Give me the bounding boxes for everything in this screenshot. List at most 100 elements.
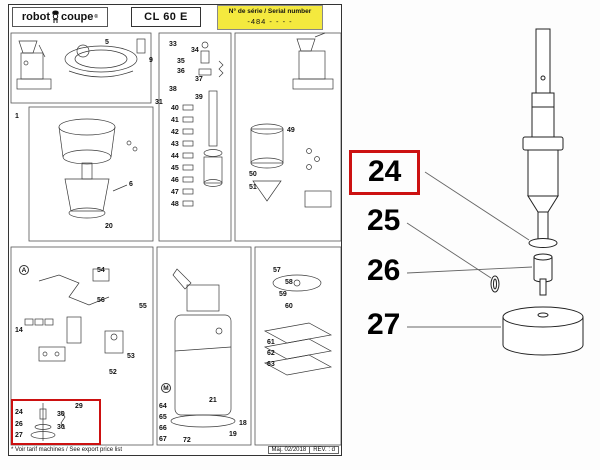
updated-date: Maj. 02/2018 [271,446,307,453]
part-callout-14: 14 [15,327,23,334]
page-footer: * Voir tarif machines / See export price… [9,444,341,455]
part-callout-M: M [161,383,171,393]
serial-number-field[interactable]: N° de série / Serial number -484 - - - - [217,5,323,30]
part-callout-56: 56 [97,297,105,304]
part-callout-64: 64 [159,403,167,410]
part-callout-39: 39 [195,94,203,101]
part-26-sleeve [533,257,553,283]
part-callout-51: 51 [249,184,257,191]
part-callout-50: 50 [249,171,257,178]
part-callout-18: 18 [239,420,247,427]
red-highlight-rect [11,399,101,445]
model-box: CL 60 E [131,7,201,27]
model-label: CL 60 E [144,11,188,23]
brand-text-right: coupe [61,11,94,23]
panel-discs-trays [263,274,333,376]
part-27-disc-side [502,317,584,356]
part-callout-67: 67 [159,436,167,443]
part-callout-48: 48 [171,201,179,208]
leader-lines [406,171,533,328]
part-callout-57: 57 [273,267,281,274]
shaft-mid-section [531,92,555,138]
part-callout-40: 40 [171,105,179,112]
panel-machine-small [16,40,52,90]
part-callout-26: 26 [15,421,23,428]
part-callout-24: 24 [15,409,23,416]
detail-shaft-drawing [406,28,584,356]
brand-text-left: robot [21,11,50,23]
part-callout-53: 53 [127,353,135,360]
part-callout-60: 60 [285,303,293,310]
shaft-flange [522,136,564,151]
detail-label-24-highlighted: 24 [349,150,421,195]
part-callout-45: 45 [171,165,179,172]
panel-lid-assembly [64,38,146,78]
part-callout-49: 49 [287,127,295,134]
shaft-pin [539,278,547,296]
exploded-diagram-art [10,32,341,446]
part-callout-30: 30 [57,424,65,431]
detail-view: 24 25 26 27 [345,12,595,458]
part-callout-1: 1 [15,113,19,120]
detail-number-27: 27 [367,308,401,341]
part-callout-36: 36 [177,68,185,75]
panel-machine-body [170,268,236,428]
detail-label-27: 27 [367,310,400,340]
part-callout-41: 41 [171,117,179,124]
shaft-body [527,149,559,197]
part-callout-72: 72 [183,437,191,444]
part-callout-66: 66 [159,425,167,432]
part-callout-21: 21 [209,397,217,404]
part-callout-31: 31 [155,99,163,106]
part-callout-20: 20 [105,223,113,230]
detail-number-24: 24 [368,155,402,188]
panel-bowl-assembly [58,118,138,219]
brand-logo: robot coupe ® [12,7,108,27]
part-callout-34: 34 [191,47,199,54]
part-callout-59: 59 [279,291,287,298]
shaft-pin-hole [540,75,546,81]
part-callout-46: 46 [171,177,179,184]
part-callout-30: 30 [57,411,65,418]
panel-frames [10,32,341,446]
part-callout-52: 52 [109,369,117,376]
part-callout-58: 58 [285,279,293,286]
part-callout-9: 9 [149,57,153,64]
chef-icon [52,10,59,23]
part-callout-62: 62 [267,350,275,357]
part-callout-43: 43 [171,141,179,148]
part-callout-47: 47 [171,189,179,196]
part-callout-5: 5 [105,39,109,46]
part-callout-61: 61 [267,339,275,346]
part-callout-42: 42 [171,129,179,136]
registered-mark: ® [94,14,99,20]
part-callout-27: 27 [15,432,23,439]
shaft-top-rod [535,28,551,94]
part-callout-55: 55 [139,303,147,310]
serial-label: N° de série / Serial number [228,8,312,15]
part-callout-37: 37 [195,76,203,83]
shaft-lower-rod [537,211,549,241]
part-callout-65: 65 [159,414,167,421]
catalog-page: robot coupe ® CL 60 E N° de série / Seri… [8,4,342,456]
part-callout-54: 54 [97,267,105,274]
part-callout-35: 35 [177,58,185,65]
serial-value: -484 - - - - [247,17,293,26]
panel-electrical [24,268,124,441]
detail-label-26: 26 [367,256,400,286]
footnote: * Voir tarif machines / See export price… [11,446,123,453]
part-callout-6: 6 [129,181,133,188]
panel-hardware-column [182,41,224,207]
detail-label-25: 25 [367,206,400,236]
part-callout-63: 63 [267,361,275,368]
part-27-hub [537,312,549,318]
shaft-taper [527,195,559,213]
part-24-washer [528,238,558,248]
detail-number-26: 26 [367,254,401,287]
detail-number-25: 25 [367,204,401,237]
revision-box: Maj. 02/2018 REV. : d [267,445,339,454]
part-callout-44: 44 [171,153,179,160]
part-callout-19: 19 [229,431,237,438]
